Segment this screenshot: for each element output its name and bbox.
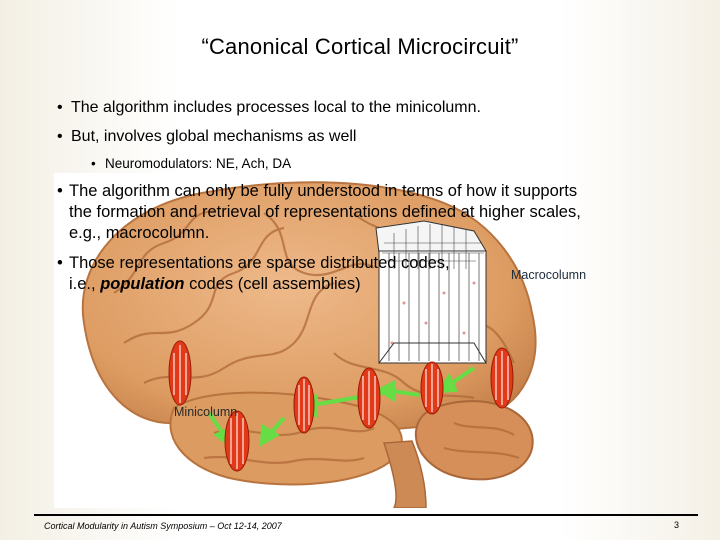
slide-title: “Canonical Cortical Microcircuit” — [201, 34, 519, 59]
minicolumn-label: Minicolumn — [174, 405, 238, 419]
macrocolumn-label: Macrocolumn — [511, 268, 587, 282]
footer-divider — [34, 514, 698, 516]
brain-illustration — [54, 173, 551, 508]
footer-text: Cortical Modularity in Autism Symposium … — [44, 521, 282, 531]
sub-bullet-neuromodulators: • Neuromodulators: NE, Ach, DA — [91, 156, 292, 171]
bullet-2: • But, involves global mechanisms as wel… — [57, 128, 357, 145]
bullet-1: • The algorithm includes processes local… — [57, 99, 481, 116]
page-number: 3 — [674, 520, 680, 530]
macrocolumn-diagram — [375, 220, 487, 364]
bullet-3: • The algorithm can only be fully unders… — [57, 182, 581, 242]
bullet-4: • Those representations are sparse distr… — [57, 254, 450, 293]
population-emphasis: population — [100, 275, 185, 293]
